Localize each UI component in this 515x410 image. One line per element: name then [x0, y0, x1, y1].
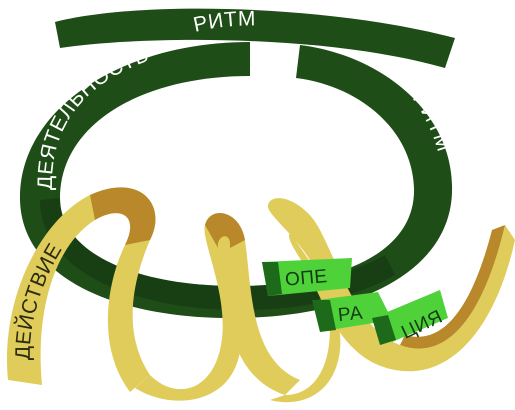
operation-ribbon-segment-3-shade	[372, 315, 396, 345]
action-ribbon-loop-2-shade	[205, 213, 245, 248]
operation-ribbon-segment-3	[380, 290, 448, 342]
label-operation-part1: ОПЕ	[284, 266, 328, 291]
action-ribbon-loop-2	[135, 213, 300, 401]
action-ribbon-loop-1	[6, 187, 156, 392]
operation-ribbon	[262, 258, 448, 345]
operation-ribbon-segment-2-shade	[312, 300, 336, 332]
action-ribbon-loop-3-shade	[400, 225, 505, 349]
label-operation-part2: РА	[337, 303, 364, 327]
operation-ribbon-segment-1	[262, 258, 352, 296]
action-ribbon-loop-1-shade	[90, 187, 156, 245]
activity-ribbon-top-band	[55, 8, 455, 69]
action-ribbon	[6, 187, 515, 403]
operation-ribbon-segment-1-shade	[262, 262, 282, 296]
action-ribbon-loop-3	[267, 198, 515, 403]
